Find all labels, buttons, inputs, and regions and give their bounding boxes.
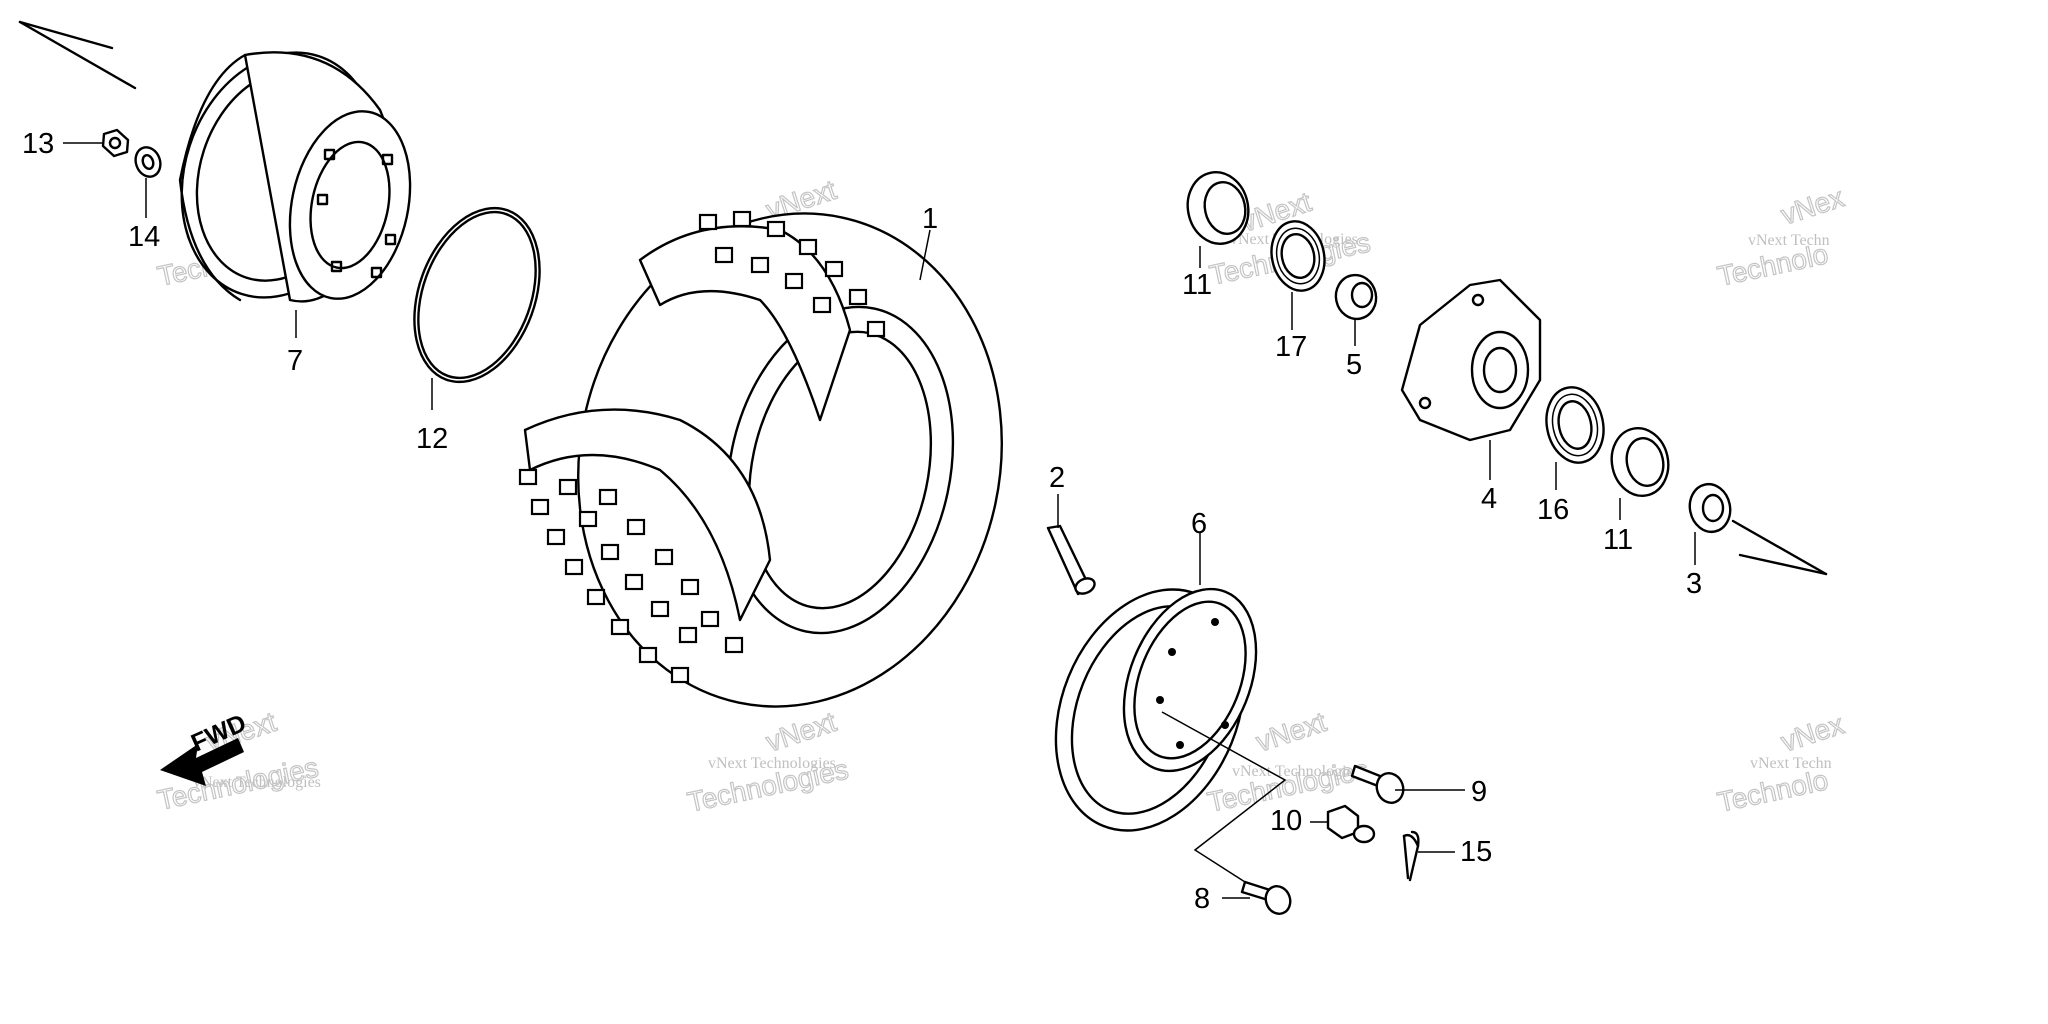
callout-5: 5 — [1346, 349, 1362, 381]
rim-half-outer-part-7 — [178, 51, 412, 303]
bolt-part-9 — [1350, 764, 1405, 804]
watermark-center-bottom: vNext vNext Technologies Technologies — [684, 705, 852, 818]
callout-14: 14 — [128, 221, 160, 253]
svg-text:vNext Technologies: vNext Technologies — [1232, 763, 1360, 780]
leader-lines — [63, 142, 1696, 899]
svg-text:vNex: vNex — [1777, 709, 1847, 758]
svg-text:vNext Techn: vNext Techn — [1750, 755, 1832, 772]
washer-part-14 — [134, 146, 162, 178]
watermark-far-right-lower: vNex vNext Techn Technolo — [1714, 708, 1848, 819]
collar-part-5 — [1334, 273, 1378, 321]
callout-1: 1 — [922, 203, 938, 235]
rim-half-inner-part-6 — [1054, 587, 1258, 832]
tire-tread-blocks — [518, 210, 886, 684]
callout-13: 13 — [22, 128, 54, 160]
nut-part-13 — [101, 128, 130, 158]
reference-arrow-right — [1731, 519, 1828, 576]
reference-arrow-top-left — [18, 20, 137, 90]
callout-9: 9 — [1471, 776, 1487, 808]
callout-15: 15 — [1460, 836, 1492, 868]
callout-4: 4 — [1481, 483, 1497, 515]
callout-12: 12 — [416, 423, 448, 455]
svg-text:vNext Technologies: vNext Technologies — [193, 774, 321, 791]
watermarks: vNext vNext Technologies Technologies vN… — [154, 173, 1848, 819]
hub-part-4 — [1400, 278, 1542, 442]
tire-part-1 — [518, 210, 1003, 708]
callout-16: 16 — [1537, 494, 1569, 526]
bearing-part-11-lower — [1610, 427, 1670, 497]
callout-labels: 13 14 7 12 1 2 6 8 9 10 15 11 17 5 4 16 … — [22, 128, 1702, 915]
callout-3: 3 — [1686, 568, 1702, 600]
cotter-pin-part-15 — [1402, 830, 1420, 882]
callout-8: 8 — [1194, 883, 1210, 915]
callout-11-upper: 11 — [1182, 269, 1212, 301]
bearing-part-11-upper — [1186, 171, 1250, 245]
callout-11-lower: 11 — [1603, 524, 1633, 556]
callout-10: 10 — [1270, 805, 1302, 837]
watermark-far-right-upper: vNex vNext Techn Technolo — [1714, 181, 1848, 293]
rim-inner-stud-holes — [1156, 618, 1229, 749]
bearing-part-17 — [1270, 220, 1326, 292]
svg-text:vNext Technologies: vNext Technologies — [708, 755, 836, 772]
svg-text:vNext: vNext — [762, 706, 840, 758]
collar-part-3 — [1688, 482, 1732, 534]
callout-2: 2 — [1049, 462, 1065, 494]
rim-stud-holes — [316, 148, 397, 279]
svg-text:Technolo: Technolo — [1715, 764, 1831, 818]
nut-part-10 — [1326, 804, 1376, 844]
callout-17: 17 — [1275, 331, 1307, 363]
svg-text:vNex: vNex — [1777, 182, 1847, 231]
callout-7: 7 — [287, 345, 303, 377]
svg-text:vNext Techn: vNext Techn — [1748, 232, 1830, 249]
valve-stem-part-2 — [1046, 524, 1096, 596]
bolt-part-8 — [1240, 880, 1292, 915]
bearing-part-16 — [1545, 386, 1605, 464]
svg-text:vNext: vNext — [1252, 706, 1330, 758]
o-ring-part-12 — [413, 206, 541, 384]
callout-6: 6 — [1191, 508, 1207, 540]
